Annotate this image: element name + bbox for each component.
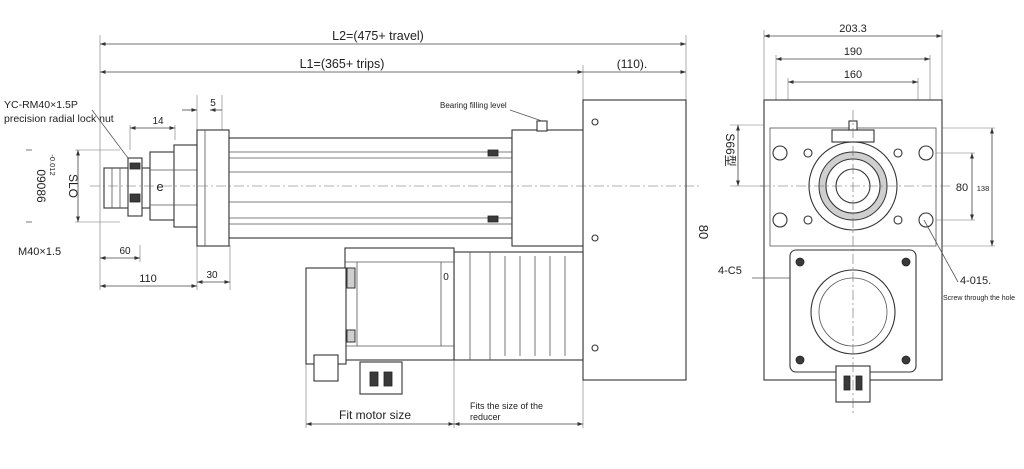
- motor-connector: [359, 361, 403, 395]
- s66-label: S66型: [723, 133, 737, 166]
- zero-mark: 0: [443, 272, 449, 283]
- front-end-plate: [196, 129, 230, 247]
- e-mark: e: [156, 179, 163, 194]
- side-view: L2=(475+ travel) L1=(365+ trips) (110). …: [4, 29, 711, 428]
- hole-4015-label: 4-015.: [960, 275, 991, 287]
- c5-label: 4-C5: [718, 265, 742, 277]
- dim-203-label: 203.3: [839, 23, 867, 35]
- slo-label: SLO: [66, 174, 80, 198]
- reducer: [453, 251, 584, 361]
- dim-160-label: 160: [844, 69, 862, 81]
- bearing-level-label: Bearing filling level: [440, 101, 507, 110]
- fit-reducer-label-line1: Fits the size of the: [470, 401, 543, 411]
- fit-motor-label: Fit motor size: [339, 408, 411, 422]
- dim-80-side-label: 80: [696, 225, 711, 239]
- screw-hole-label: Screw through the hole: [943, 295, 1015, 302]
- lock-nut-leader: [91, 109, 129, 159]
- mount-hole-br: [918, 212, 934, 228]
- dim-30-label: 30: [206, 270, 218, 281]
- mount-hole-tl: [772, 145, 788, 161]
- dim-l2-label: L2=(475+ travel): [332, 29, 424, 43]
- m40-label: M40×1.5: [18, 246, 61, 258]
- motor-body: [344, 247, 455, 361]
- dim-l1: L1=(365+ trips) (110).: [100, 57, 686, 74]
- rear-housing: [511, 129, 585, 247]
- mount-hole-bl: [772, 212, 788, 228]
- actuator-tube: [228, 137, 513, 239]
- motor-rear-cover: [305, 267, 347, 365]
- tolerance-label: -0.012: [48, 154, 57, 175]
- dim-l1-label: L1=(365+ trips): [300, 57, 385, 71]
- shaft-end: [103, 167, 151, 209]
- grease-fitting: [536, 120, 548, 132]
- dim-80-front-label: 80: [956, 182, 968, 194]
- lock-nut-label-line2: precision radial lock nut: [4, 113, 114, 125]
- dim-138-label: 138: [977, 184, 990, 193]
- dim-l2: L2=(475+ travel): [100, 29, 686, 46]
- dim-110-paren-label: (110).: [617, 57, 647, 71]
- dim-5-label: 5: [210, 98, 216, 109]
- front-view: 203.3 190 160 S66型 80: [718, 23, 1015, 415]
- dim-60-label: 60: [119, 246, 131, 257]
- dim-190-label: 190: [844, 46, 862, 58]
- mount-hole-tr: [918, 145, 934, 161]
- shaft-diameter-label: 09086: [34, 169, 48, 203]
- gearbox-housing: [582, 99, 687, 381]
- fit-reducer-label-line2: reducer: [470, 412, 501, 422]
- lock-nut-label-line1: YC-RM40×1.5P: [4, 99, 78, 111]
- dim-14-label: 14: [152, 116, 164, 127]
- dim-110-label: 110: [139, 273, 157, 285]
